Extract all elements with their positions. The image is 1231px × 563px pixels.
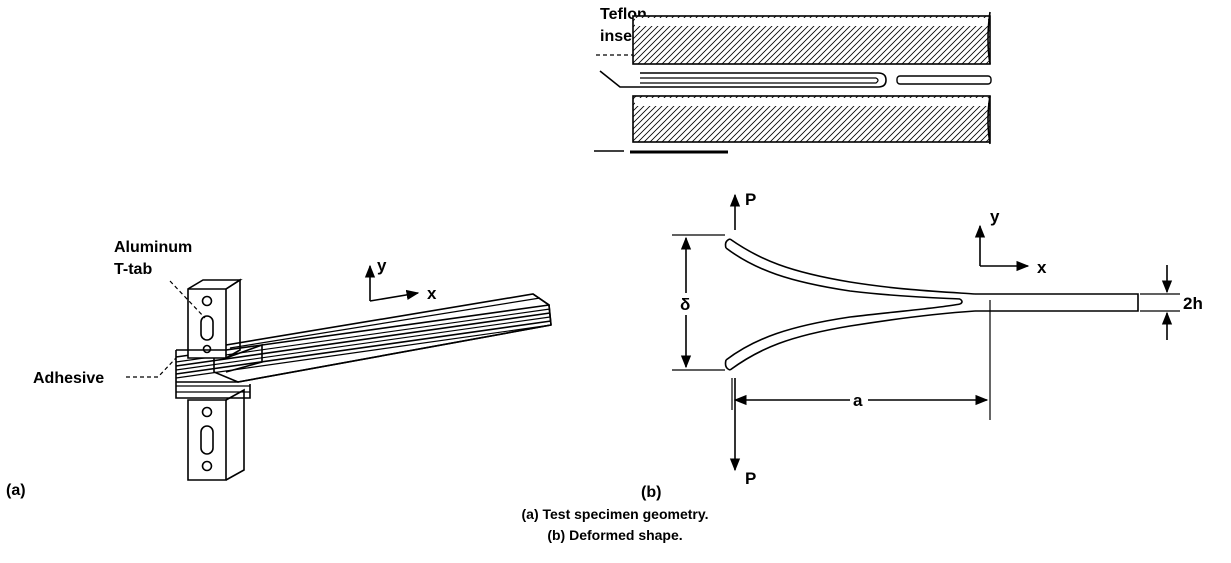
load-bottom-label: P: [745, 469, 756, 488]
adhesive-leader-line: [126, 357, 177, 378]
opening-label: δ: [680, 295, 690, 314]
panel-tag-b: (b): [641, 484, 661, 501]
upper-slot: [200, 315, 214, 341]
laminate-beam: [213, 293, 552, 383]
figure-caption: (a) Test specimen geometry. (b) Deformed…: [522, 506, 709, 543]
lower-slot: [200, 425, 214, 455]
deformed-shape: P P δ a 2h y x (b): [641, 190, 1203, 501]
axis-y-label-a: y: [377, 256, 387, 275]
break-lines: [987, 11, 991, 145]
lower-arm-outer: [729, 310, 976, 371]
axis-x-label-b: x: [1037, 258, 1047, 277]
teflon-insert: [599, 70, 887, 88]
bonded-region: [975, 293, 1139, 312]
upper-arm-outer: [729, 238, 976, 295]
axis-x-arrow-a: [369, 289, 420, 302]
lower-t-tab: [187, 399, 227, 481]
lower-arm-inner: [725, 303, 961, 361]
teflon-insert-inset: Teflon insert: [594, 6, 992, 154]
crack-length-label: a: [853, 391, 863, 410]
midplane-strip: [896, 75, 992, 85]
panel-tag-a: (a): [6, 482, 26, 499]
axis-y-label-b: y: [990, 207, 1000, 226]
aluminum-label-line2: T-tab: [114, 261, 152, 278]
aluminum-label-line1: Aluminum: [114, 239, 192, 256]
caption-line2: (b) Deformed shape.: [547, 527, 682, 543]
thickness-label: 2h: [1183, 294, 1203, 313]
aluminum-leader-line: [169, 280, 206, 319]
specimen-geometry: Aluminum T-tab Adhesive y x (a): [6, 239, 552, 499]
upper-bolt-hole: [201, 295, 213, 307]
caption-line1: (a) Test specimen geometry.: [522, 506, 709, 522]
lower-bolt-hole: [201, 406, 213, 418]
load-top-label: P: [745, 190, 756, 209]
upper-arm-inner: [725, 247, 961, 300]
adhesive-label: Adhesive: [33, 370, 104, 387]
axis-x-label-a: x: [427, 284, 437, 303]
